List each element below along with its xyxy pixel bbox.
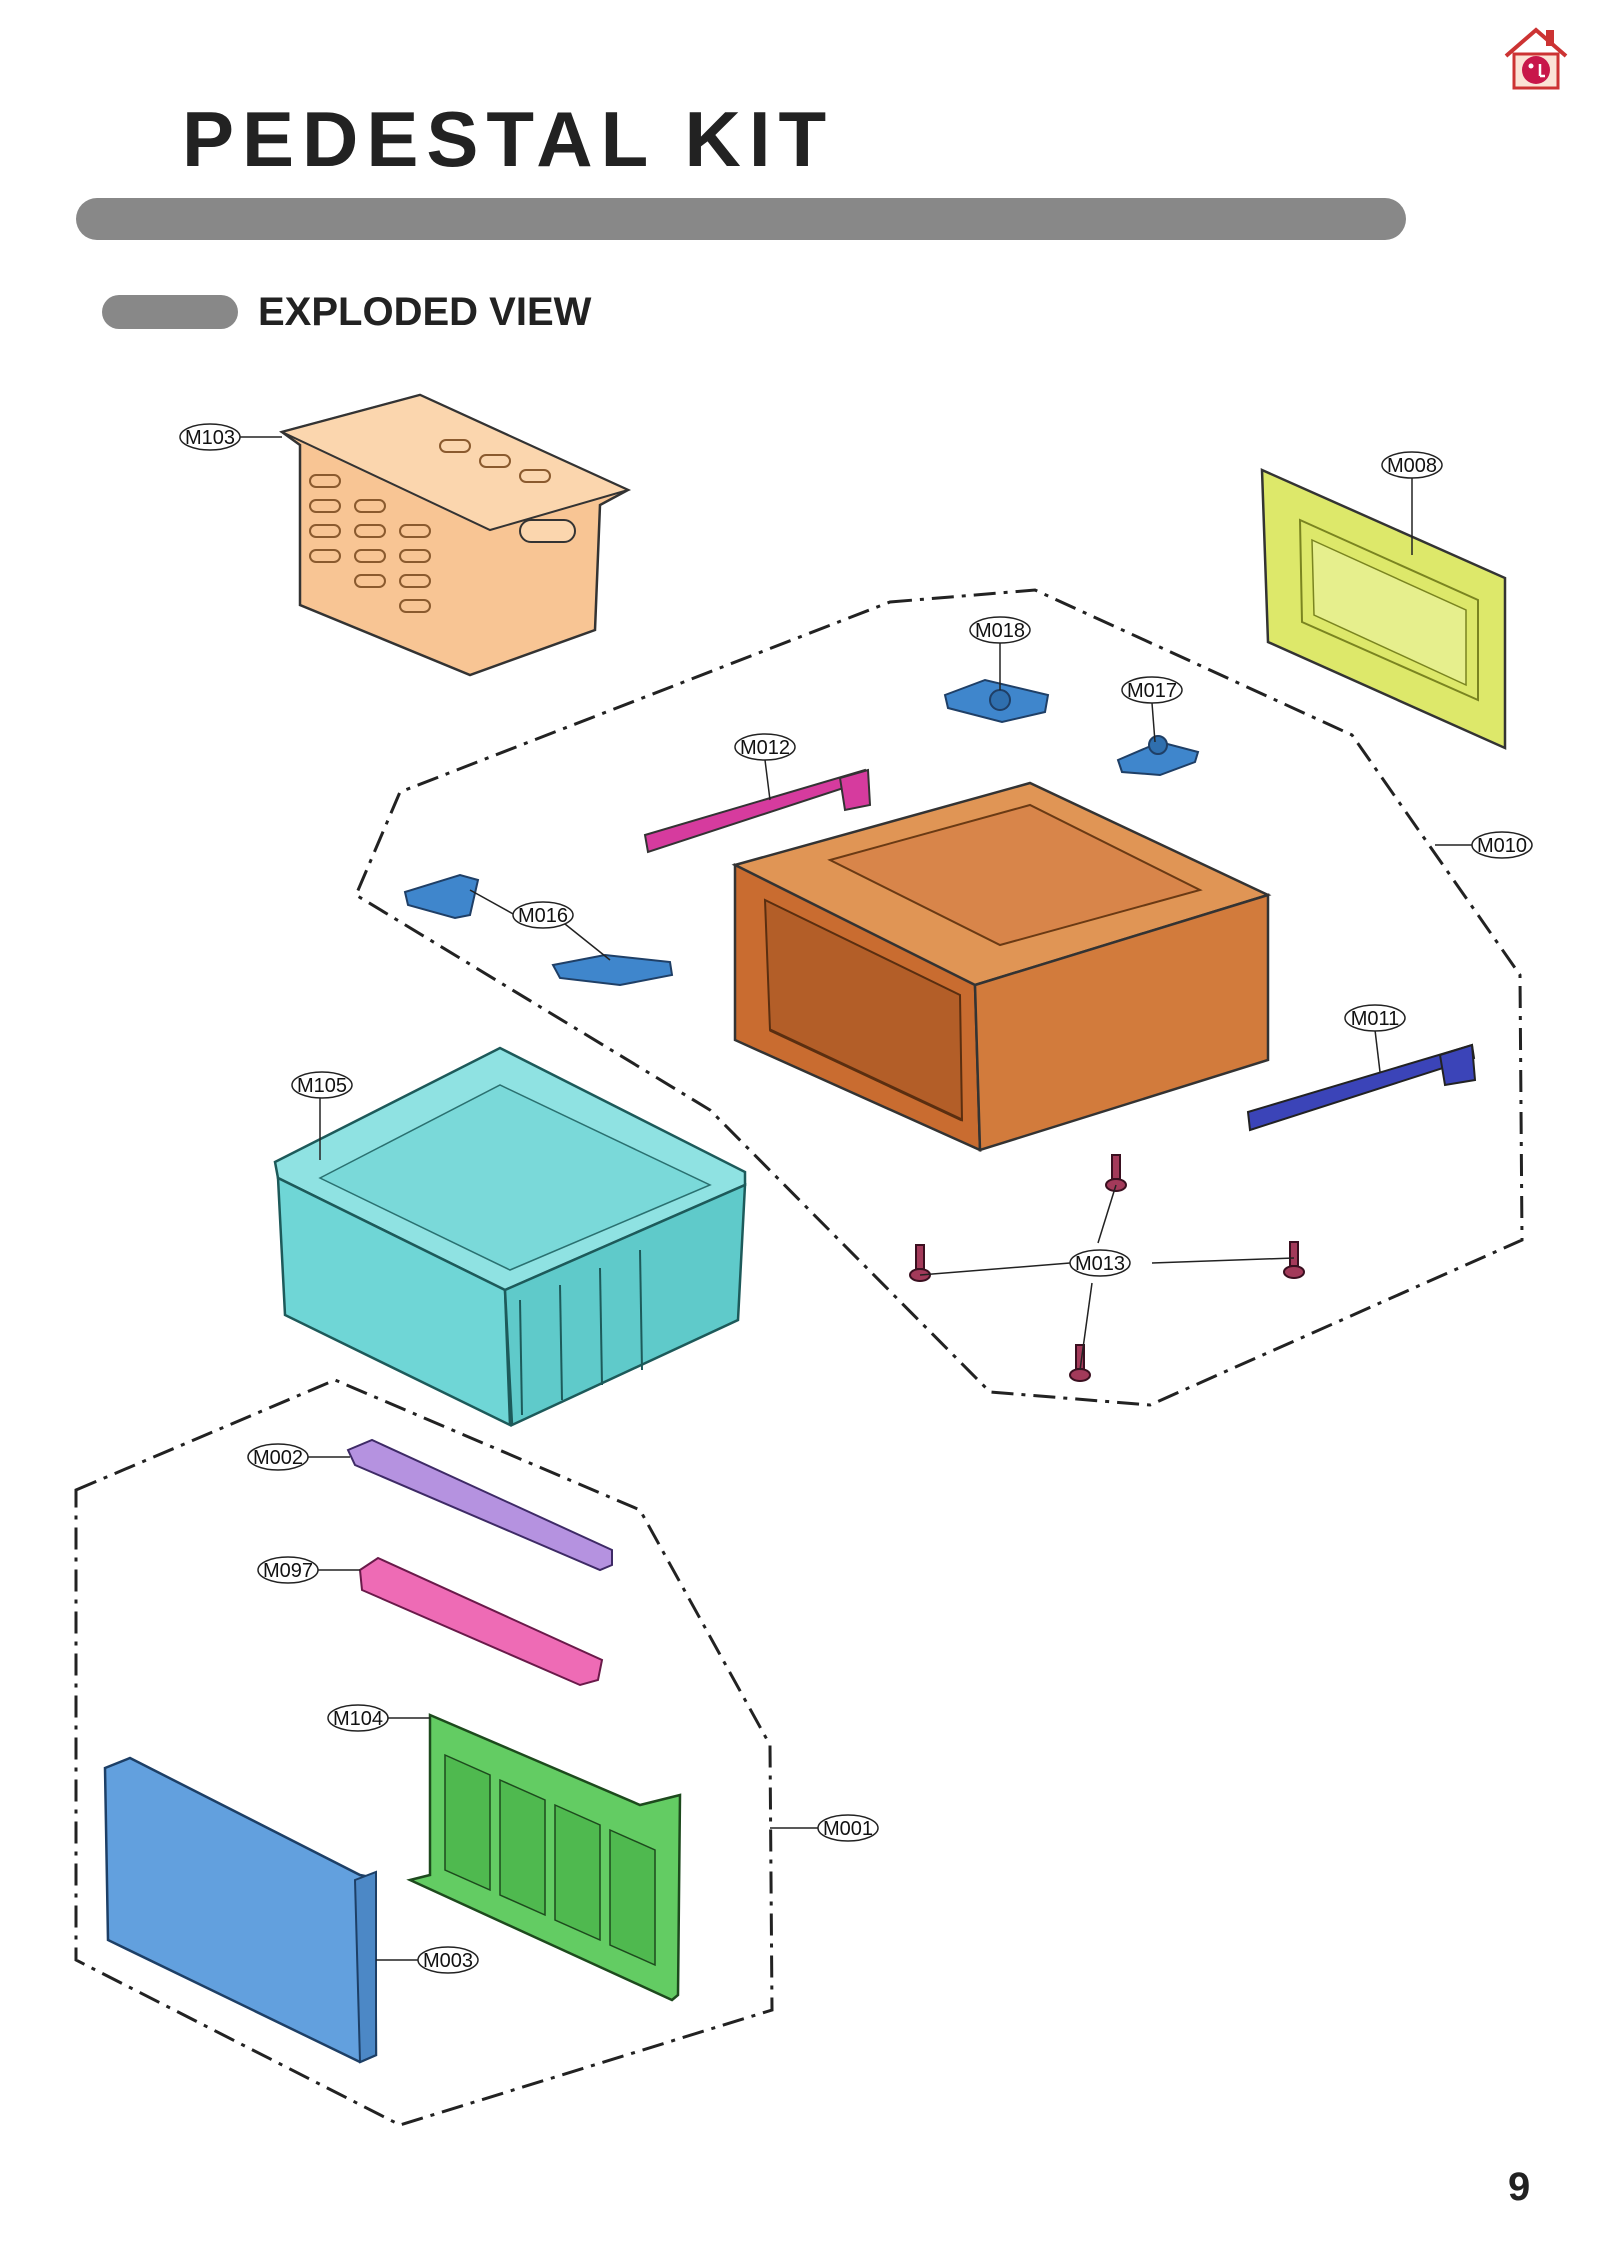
title-divider-bar — [76, 198, 1406, 240]
group-outline-drawer — [74, 1378, 774, 2127]
callout-m018: M018 — [969, 616, 1031, 644]
svg-text:M016: M016 — [518, 905, 568, 927]
callout-m002: M002 — [247, 1443, 309, 1471]
callout-m097: M097 — [257, 1556, 319, 1584]
bracket-m016-lower — [551, 953, 674, 987]
svg-text:M003: M003 — [423, 1950, 473, 1972]
top-basket — [279, 393, 631, 677]
svg-text:M008: M008 — [1387, 455, 1437, 477]
inner-panel — [406, 1713, 682, 2002]
callout-m011: M011 — [1344, 1004, 1406, 1032]
trim-purple — [346, 1438, 613, 1572]
group-outline-cabinet — [354, 588, 1524, 1407]
svg-text:M103: M103 — [185, 427, 235, 449]
svg-text:M002: M002 — [253, 1447, 303, 1469]
left-rail — [643, 768, 872, 854]
svg-text:M001: M001 — [823, 1818, 873, 1840]
front-panel — [103, 1756, 378, 2064]
callout-m105: M105 — [291, 1071, 353, 1099]
callout-m104: M104 — [327, 1704, 389, 1732]
cabinet-body — [731, 781, 1272, 1152]
callout-m013: M013 — [1069, 1249, 1131, 1277]
svg-text:M097: M097 — [263, 1560, 313, 1582]
callout-m008: M008 — [1381, 451, 1443, 479]
trim-pink — [358, 1556, 604, 1687]
right-rail — [1246, 1043, 1477, 1132]
callout-m012: M012 — [734, 733, 796, 761]
svg-text:M017: M017 — [1127, 680, 1177, 702]
svg-text:M104: M104 — [333, 1708, 383, 1730]
leader-lines — [240, 436, 1472, 1961]
page-number: 9 — [1508, 2165, 1531, 2209]
callout-m103: M103 — [179, 423, 241, 451]
callout-m010: M010 — [1471, 831, 1533, 859]
page-title: PEDESTAL KIT — [182, 95, 835, 183]
callout-m016: M016 — [512, 901, 574, 929]
svg-text:M012: M012 — [740, 737, 790, 759]
bracket-m018 — [943, 678, 1050, 724]
bracket-m016-upper — [403, 873, 480, 920]
back-panel — [1260, 468, 1507, 750]
drawer-bin — [273, 1046, 747, 1428]
svg-text:M018: M018 — [975, 620, 1025, 642]
svg-text:M011: M011 — [1351, 1008, 1400, 1030]
section-title: EXPLODED VIEW — [258, 290, 592, 334]
lg-home-logo-icon — [1500, 22, 1572, 94]
section-pill — [102, 295, 238, 329]
callout-m001: M001 — [817, 1814, 879, 1842]
callout-m003: M003 — [417, 1946, 479, 1974]
svg-text:M010: M010 — [1477, 835, 1527, 857]
svg-text:M105: M105 — [297, 1075, 347, 1097]
callout-m017: M017 — [1121, 676, 1183, 704]
svg-text:M013: M013 — [1075, 1253, 1125, 1275]
bracket-m017 — [1116, 735, 1200, 777]
